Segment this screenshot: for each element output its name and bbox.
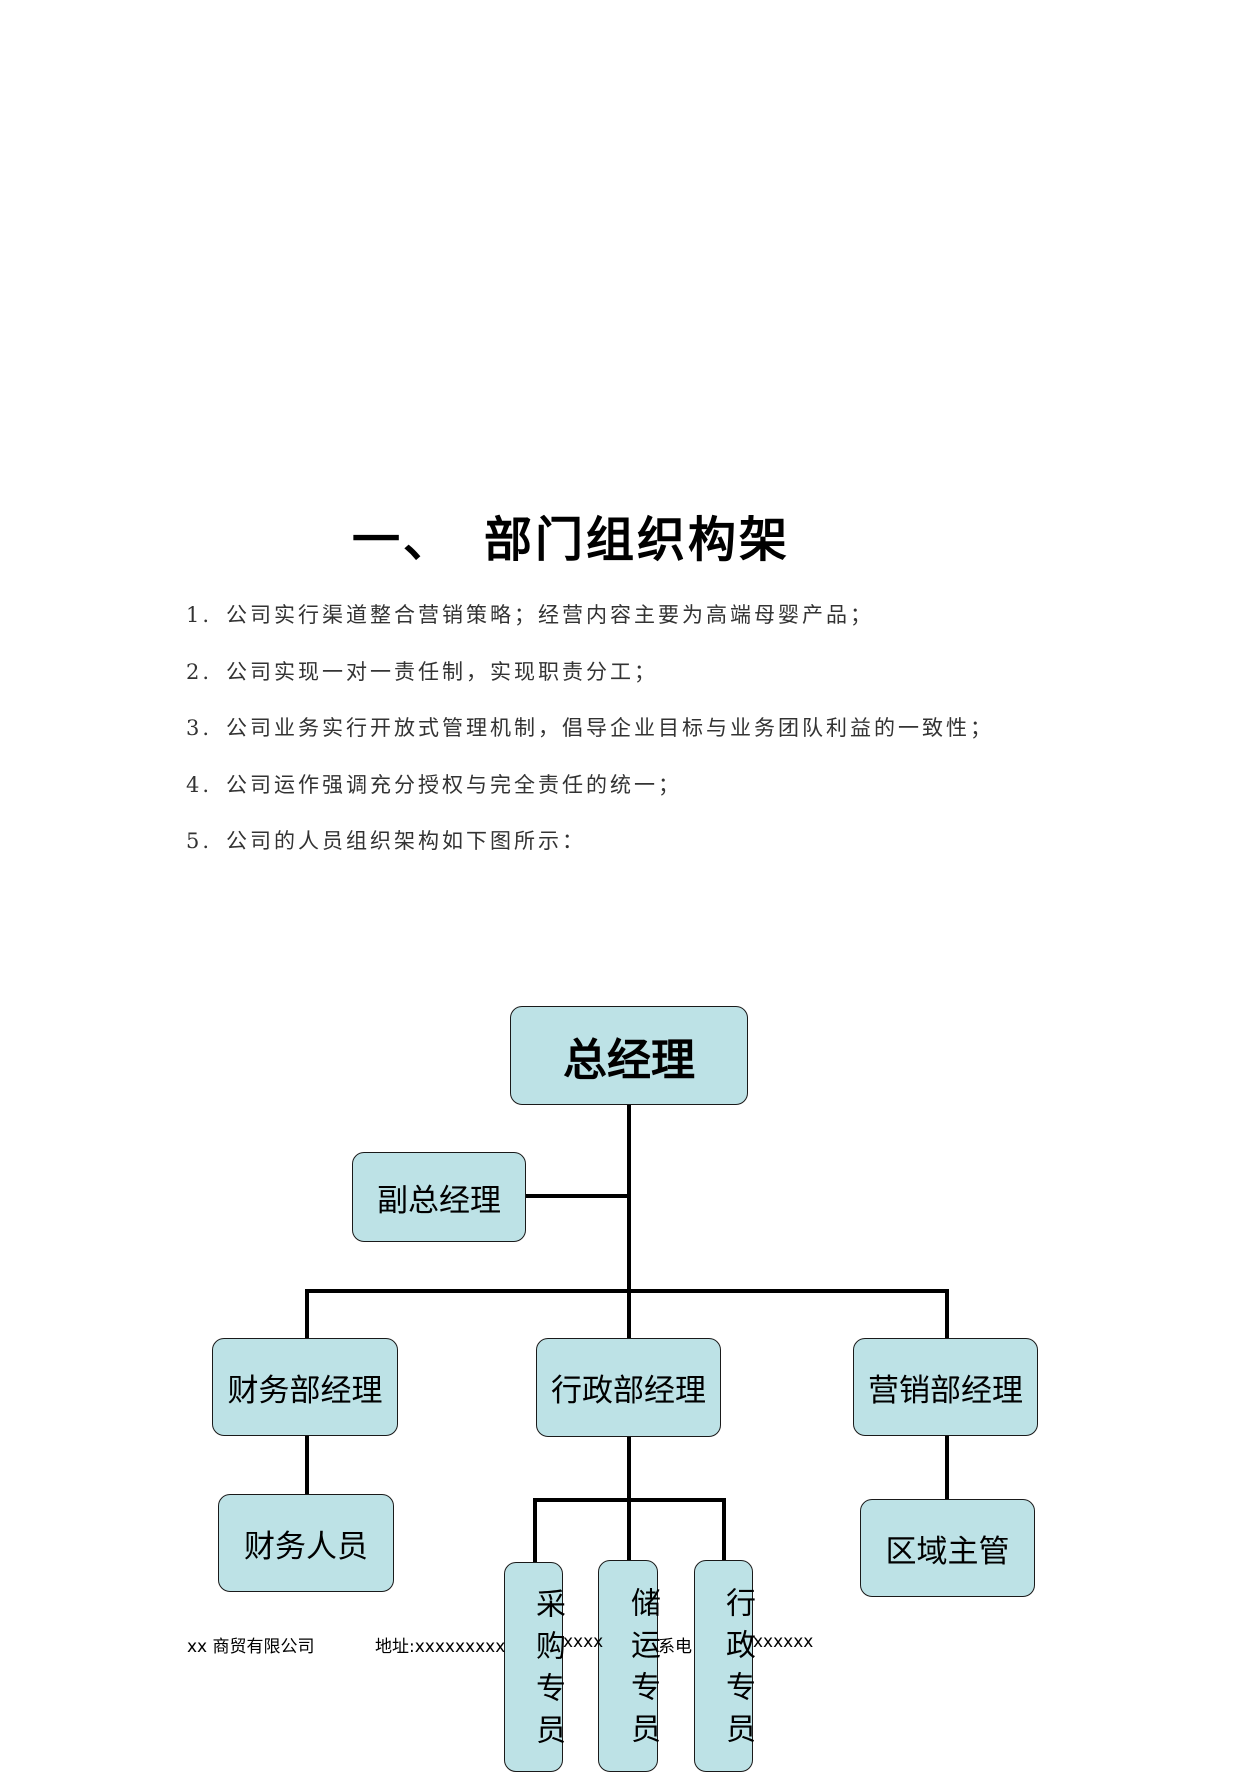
org-node-logistics: 储运专员 [598, 1560, 660, 1772]
list-item: 3.公司业务实行开放式管理机制，倡导企业目标与业务团队利益的一致性； [186, 716, 994, 740]
list-item: 5.公司的人员组织架构如下图所示： [186, 829, 586, 853]
heading-number: 一、 [352, 512, 455, 568]
list-item: 1.公司实行渠道整合营销策略；经营内容主要为高端母婴产品； [186, 603, 874, 627]
footer-phone-label: 系电 [658, 1637, 692, 1657]
footer-phone-value: xxxxxx [753, 1632, 814, 1652]
heading-text: 部门组织构架 [484, 512, 791, 568]
section-heading: 一、部门组织构架 [352, 500, 790, 570]
connector-line [305, 1289, 949, 1338]
org-node-admin-specialist: 行政专员 [694, 1560, 755, 1772]
org-node-general-manager: 总经理 [510, 1006, 748, 1105]
org-node-sales-manager: 营销部经理 [853, 1338, 1038, 1436]
footer-address: 地址:xxxxxxxxx [375, 1637, 506, 1657]
list-item: 4.公司运作强调充分授权与完全责任的统一； [186, 772, 682, 797]
org-node-finance-staff: 财务人员 [218, 1494, 394, 1592]
org-node-regional-supervisor: 区域主管 [860, 1499, 1035, 1597]
org-node-finance-manager: 财务部经理 [212, 1338, 398, 1436]
connector-line [533, 1498, 726, 1562]
org-node-procurement: 采购专员 [504, 1562, 565, 1772]
policy-list: 1.公司实行渠道整合营销策略；经营内容主要为高端母婴产品； 2.公司实现一对一责… [186, 596, 994, 879]
org-node-admin-manager: 行政部经理 [536, 1338, 721, 1437]
footer-company: xx 商贸有限公司 [187, 1637, 315, 1657]
list-item: 2.公司实现一对一责任制，实现职责分工； [186, 659, 658, 684]
org-node-deputy-gm: 副总经理 [352, 1152, 526, 1242]
footer-address-tail: xxxx [563, 1632, 604, 1652]
